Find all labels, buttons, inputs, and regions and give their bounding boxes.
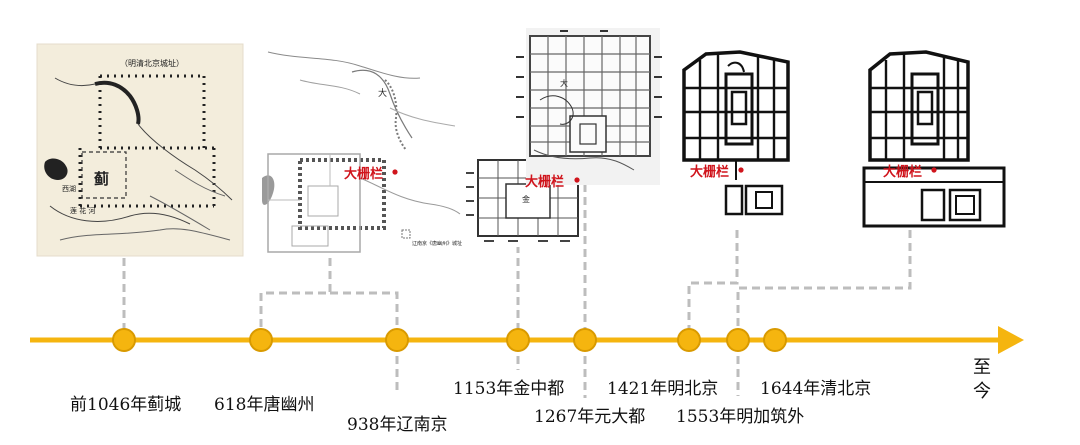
event-label-qing: 1644年清北京 — [760, 379, 872, 399]
connector-lines — [122, 184, 912, 398]
dotted-boundary — [78, 74, 216, 208]
dashilan-dot-liao — [392, 169, 398, 175]
timeline-dot-yuan — [573, 328, 597, 352]
event-label-yuan: 1267年元大都 — [534, 407, 646, 427]
map-liao-legend: 辽南京《唐幽州》城址 — [412, 241, 463, 247]
dashilan-label-qing: 大栅栏 — [883, 165, 923, 180]
connector-ming — [687, 230, 739, 335]
map-yuan-dadu — [516, 28, 662, 185]
connector-tang-liao — [259, 258, 332, 335]
map-yuan-char: 大 — [560, 79, 568, 88]
map-ji-left-label: 西湖 — [62, 185, 76, 193]
map-qing-beijing — [862, 50, 1006, 228]
map-ji-bottom-label: 莲 花 河 — [70, 207, 96, 215]
dashilan-label-liao: 大栅栏 — [344, 167, 384, 182]
dashilan-dot-qing — [931, 167, 937, 173]
event-label-ming: 1421年明北京 — [607, 379, 719, 399]
map-ming-beijing — [682, 50, 790, 216]
event-label-mingwai: 1553年明加筑外 — [676, 407, 805, 427]
connector-liao — [330, 291, 399, 335]
axis-arrow — [998, 326, 1024, 354]
timeline-end-label: 至今 — [973, 357, 991, 402]
event-label-ji: 前1046年蓟城 — [70, 395, 182, 415]
map-ji-title: （明清北京城址） — [120, 59, 184, 68]
timeline-dot-qing — [763, 328, 787, 352]
timeline-dots — [112, 328, 787, 352]
dashilan-dot-ming — [738, 167, 744, 173]
map-liao-nanjing — [262, 44, 461, 258]
timeline-dot-ming — [677, 328, 701, 352]
dashilan-dot-jin — [574, 177, 580, 183]
dashilan-markers — [392, 167, 937, 183]
map-ji-city — [36, 43, 244, 257]
dashilan-label-ming: 大栅栏 — [690, 165, 730, 180]
connector-mingwai — [736, 230, 912, 335]
timeline-dot-tang — [249, 328, 273, 352]
event-label-jin: 1153年金中都 — [453, 379, 565, 399]
dashilan-label-jin: 大栅栏 — [525, 175, 565, 190]
map-ji-center-char: 蓟 — [94, 170, 110, 188]
event-label-tang: 618年唐幽州 — [214, 395, 315, 415]
map-jin-char: 金 — [522, 195, 530, 204]
timeline-dot-liao — [385, 328, 409, 352]
map-liao-char: 大 — [378, 89, 388, 99]
timeline-dot-mingwai — [726, 328, 750, 352]
event-label-liao: 938年辽南京 — [347, 415, 448, 435]
timeline-dot-jin — [506, 328, 530, 352]
timeline-dot-ji — [112, 328, 136, 352]
